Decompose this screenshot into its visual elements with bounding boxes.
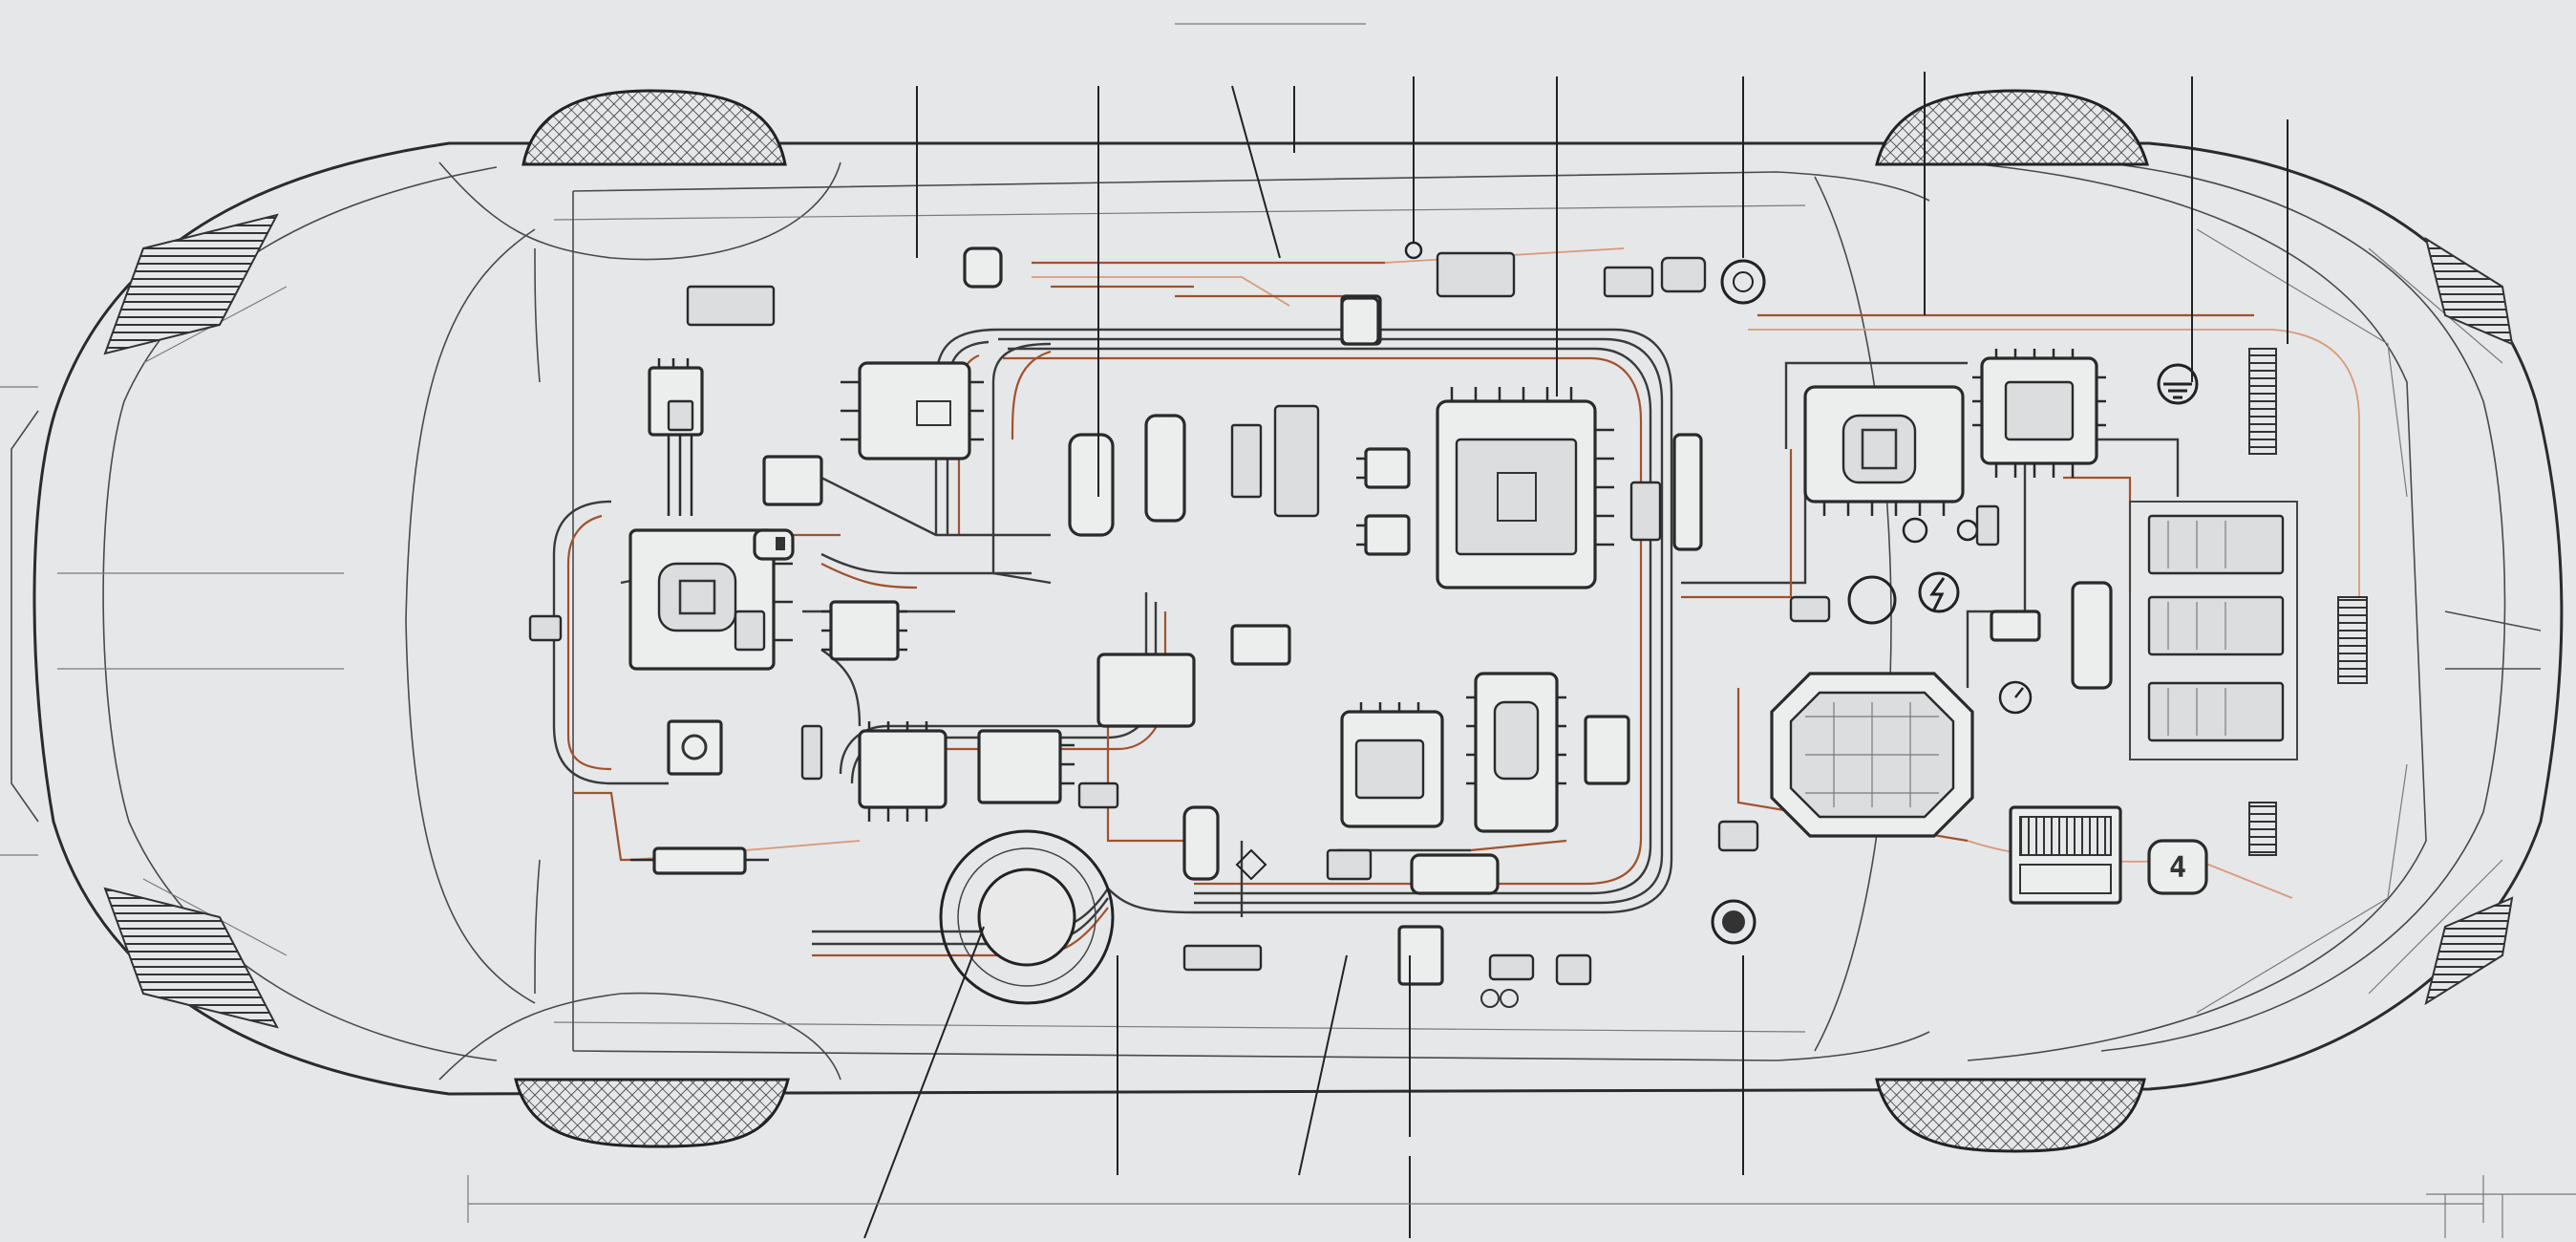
- ground-symbol-icon: [2157, 363, 2199, 405]
- canister-components: [1068, 404, 1320, 537]
- top-sensors: [963, 241, 1766, 346]
- rear-relay-bank: [2129, 348, 2368, 856]
- wheel-mesh-icon: [514, 89, 2149, 1153]
- taillights: [2424, 236, 2514, 1006]
- connector-plugs-center: [1182, 805, 1592, 1008]
- relay-box-center-left: [821, 600, 907, 661]
- chip-cluster-center: [1340, 672, 1630, 833]
- ecu-module-main: [1436, 387, 1614, 589]
- callout-leaders-bottom: [863, 926, 1744, 1239]
- headlights: [103, 213, 279, 1029]
- speaker-circle: [939, 829, 1115, 1005]
- gauge-icon: [1711, 680, 2033, 945]
- dimension-lines: [0, 23, 2576, 1238]
- connector-left: [753, 455, 823, 561]
- vertical-connector-strip: [1629, 433, 1703, 551]
- small-connectors-center: [1096, 294, 1411, 728]
- component-badge: 4: [2147, 839, 2208, 895]
- right-chip: [1972, 349, 2106, 478]
- resistor-lower-left: [630, 846, 769, 875]
- fuse-block-left: [841, 361, 984, 460]
- car-body-outline: [11, 141, 2564, 1096]
- octagon-display-module: [1770, 672, 1974, 838]
- actuator-left: [667, 719, 723, 776]
- callout-leaders-top: [916, 72, 2289, 497]
- left-small-parts: [528, 266, 1654, 972]
- relay-module-left: [648, 358, 704, 516]
- rear-battery-pack: [2009, 805, 2122, 905]
- right-small-parts: [1717, 504, 2113, 852]
- lightning-icon: [1847, 571, 1960, 625]
- component-badge-label: 4: [2169, 851, 2186, 885]
- module-lower-left: [858, 721, 1075, 822]
- right-control-unit: [1803, 385, 1965, 516]
